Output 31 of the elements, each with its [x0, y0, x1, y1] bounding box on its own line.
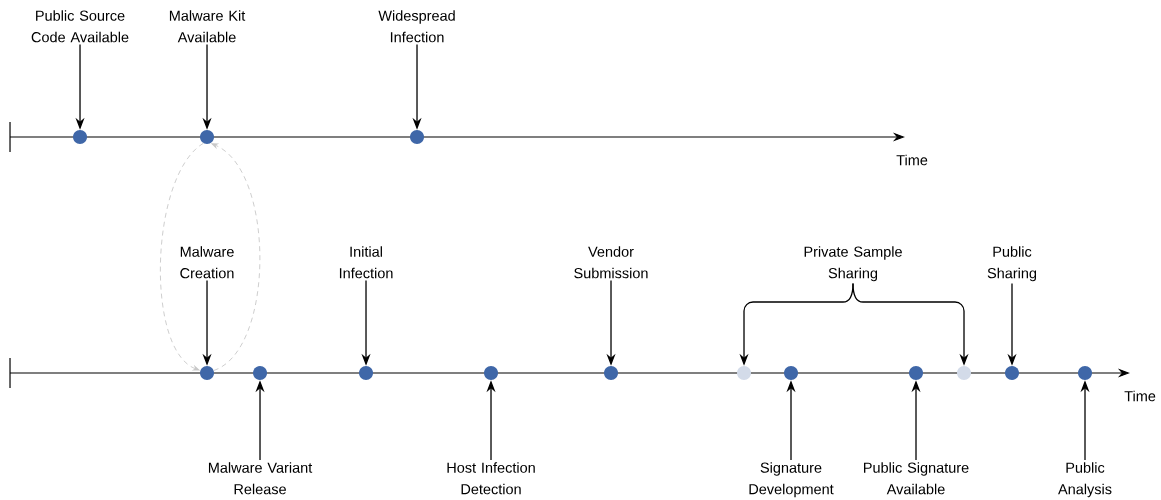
timeline-dot	[957, 366, 971, 380]
timeline-dot	[909, 366, 923, 380]
event-label: Public Source Code Available	[31, 10, 129, 43]
event-label: Initial Infection	[339, 246, 393, 279]
event-label: Public Analysis	[1058, 462, 1112, 498]
timeline-dot	[253, 366, 267, 380]
timeline-dot	[1078, 366, 1092, 380]
timeline-dot	[737, 366, 751, 380]
event-label: Private Sample Sharing	[804, 246, 902, 282]
timeline-dot	[604, 366, 618, 380]
axis-label: Time	[896, 154, 928, 166]
event-label: Malware Kit Available	[169, 10, 246, 43]
dashed-arrow	[211, 143, 261, 371]
timeline-dot	[200, 366, 214, 380]
timeline-dot	[359, 366, 373, 380]
event-label: Public Sharing	[987, 246, 1037, 282]
event-label: Malware Creation	[180, 246, 234, 279]
event-label: Public Signature Available	[864, 462, 969, 495]
timeline-dot	[410, 130, 424, 144]
timeline-dot	[200, 130, 214, 144]
event-label: Host Infection Detection	[447, 462, 535, 495]
event-label: Signature Development	[749, 462, 834, 498]
event-label: Vendor Submission	[574, 246, 648, 279]
dashed-arrow	[160, 142, 204, 371]
timeline-dot	[73, 130, 87, 144]
timeline-dot	[484, 366, 498, 380]
timeline-dot	[1005, 366, 1019, 380]
timeline-dot	[784, 366, 798, 380]
event-label: Malware Variant Release	[208, 462, 313, 495]
axis-label: Time	[1124, 390, 1156, 402]
event-label: Widespread Infection	[378, 10, 455, 43]
